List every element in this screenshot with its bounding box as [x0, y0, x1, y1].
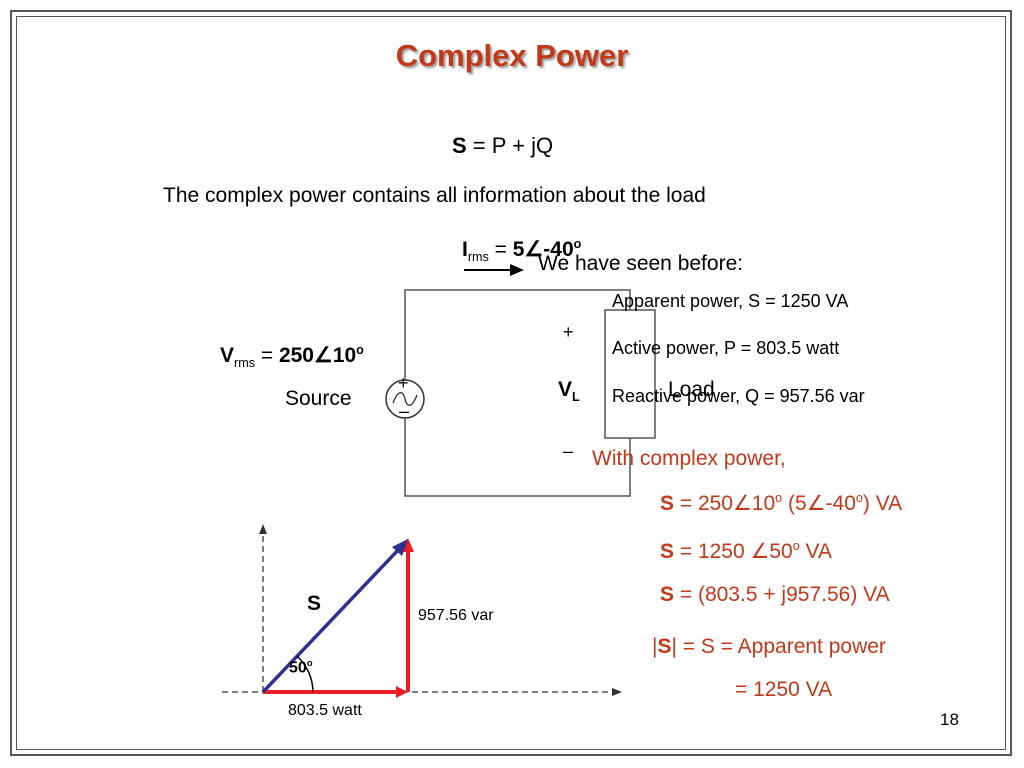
slide-frame-inner	[16, 16, 1006, 750]
triangle-y-arrow	[259, 524, 267, 534]
triangle-x-arrow	[612, 688, 622, 696]
angle-arc	[296, 655, 314, 693]
reactive-power-item: Reactive power, Q = 957.56 var	[612, 386, 865, 406]
vl-label: VL	[558, 378, 580, 405]
seen-before-heading: We have seen before:	[538, 252, 744, 275]
complex-line-2: S = 1250 ∠50o VA	[660, 539, 832, 563]
complex-line-4: |S| = S = Apparent power	[652, 635, 886, 658]
load-box	[604, 309, 656, 439]
complex-heading: With complex power,	[592, 447, 786, 470]
slide-frame-outer	[10, 10, 1012, 756]
triangle-active-label: 803.5 watt	[288, 702, 362, 719]
sine-wave-icon	[392, 392, 418, 406]
source-label: Source	[285, 387, 352, 410]
reactive-power-arrowhead	[402, 538, 414, 552]
page-number: 18	[940, 710, 959, 729]
wire-top	[404, 289, 631, 380]
wire-bottom	[404, 418, 631, 497]
eq-s-symbol: S	[452, 133, 467, 158]
current-label: Irms = 5∠-40o	[462, 237, 582, 265]
triangle-angle-label: 50o	[289, 658, 313, 677]
complex-line-3: S = (803.5 + j957.56) VA	[660, 583, 890, 606]
source-minus-sign: –	[399, 401, 410, 421]
eq-rest: = P + jQ	[466, 133, 554, 158]
active-power-arrowhead	[396, 686, 408, 698]
vl-plus-sign: +	[563, 322, 574, 342]
complex-line-1: S = 250∠10o (5∠-40o) VA	[660, 491, 903, 515]
source-plus-sign: +	[398, 373, 409, 393]
active-power-item: Active power, P = 803.5 watt	[612, 338, 840, 358]
complex-power-equation: S = P + jQ	[452, 133, 553, 159]
current-arrow-head	[510, 264, 524, 276]
voltage-label: Vrms = 250∠10o	[220, 343, 364, 371]
triangle-reactive-label: 957.56 var	[418, 607, 494, 624]
apparent-power-vector	[261, 545, 403, 694]
slide-title: Complex Power	[395, 38, 629, 73]
triangle-s-label: S	[307, 592, 322, 615]
complex-line-5: = 1250 VA	[735, 678, 833, 701]
apparent-power-item: Apparent power, S = 1250 VA	[612, 291, 849, 311]
apparent-power-arrowhead	[392, 539, 408, 556]
intro-text: The complex power contains all informati…	[163, 184, 706, 207]
load-label: Load	[668, 378, 715, 401]
vl-minus-sign: –	[563, 441, 574, 461]
